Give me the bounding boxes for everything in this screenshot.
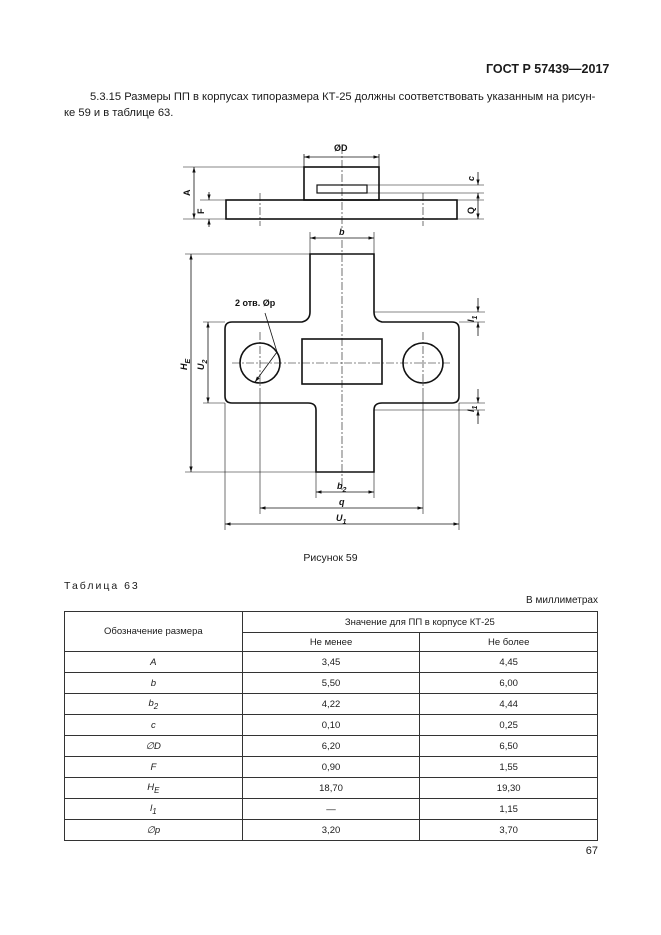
label-holes: 2 отв. Øp [235, 298, 276, 308]
header-designation: Обозначение размера [64, 611, 243, 652]
row-min-value: 0,10 [241, 714, 421, 736]
label-b: b [339, 227, 345, 237]
row-min-value: — [241, 798, 421, 820]
row-max-value: 6,50 [419, 735, 598, 757]
label-l1-bottom: l1 [466, 405, 479, 412]
header-max: Не более [419, 632, 598, 652]
row-min-value: 5,50 [241, 672, 421, 694]
label-b2: b2 [337, 481, 347, 494]
top-view [185, 232, 485, 530]
page-number: 67 [585, 845, 598, 857]
label-c: c [466, 176, 476, 181]
dimensions-table: Обозначение размера Значение для ПП в ко… [64, 611, 599, 841]
intro-line-2: ке 59 и в таблице 63. [64, 106, 174, 119]
row-symbol: b [64, 672, 243, 694]
technical-drawing: ØD A F c Q b 2 отв. Øp HE U2 l1 l1 b2 q … [179, 143, 485, 530]
row-max-value: 1,55 [419, 756, 598, 778]
header-min: Не менее [241, 632, 421, 652]
label-diameter-D: ØD [334, 143, 348, 153]
row-symbol: ∅D [64, 735, 243, 757]
row-max-value: 4,45 [419, 651, 598, 673]
row-symbol: HE [64, 777, 243, 799]
intro-line-1: 5.3.15 Размеры ПП в корпусах типоразмера… [90, 91, 596, 103]
row-symbol: l1 [64, 798, 243, 820]
row-max-value: 3,70 [419, 819, 598, 841]
units-note: В миллиметрах [526, 595, 598, 606]
row-min-value: 0,90 [241, 756, 421, 778]
label-HE: HE [179, 359, 192, 371]
label-Q: Q [466, 207, 476, 214]
row-max-value: 19,30 [419, 777, 598, 799]
row-symbol: F [64, 756, 243, 778]
label-q: q [339, 497, 345, 507]
figure-caption: Рисунок 59 [303, 552, 358, 564]
label-U2: U2 [196, 360, 209, 371]
header-value: Значение для ПП в корпусе КТ-25 [241, 611, 599, 633]
intro-paragraph: 5.3.15 Размеры ПП в корпусах типоразмера… [64, 90, 598, 121]
table-row: l1—1,15 [64, 798, 598, 820]
row-max-value: 6,00 [419, 672, 598, 694]
row-min-value: 4,22 [241, 693, 421, 715]
row-min-value: 18,70 [241, 777, 421, 799]
row-symbol: ∅p [64, 819, 243, 841]
row-symbol: A [64, 651, 243, 673]
row-min-value: 3,45 [241, 651, 421, 673]
row-max-value: 0,25 [419, 714, 598, 736]
row-min-value: 6,20 [241, 735, 421, 757]
label-U1: U1 [336, 513, 347, 526]
side-view [183, 146, 484, 230]
label-l1-top: l1 [466, 315, 479, 322]
row-max-value: 1,15 [419, 798, 598, 820]
label-A: A [182, 189, 192, 196]
table-caption: Таблица 63 [64, 580, 140, 592]
label-F: F [196, 208, 206, 214]
row-symbol: c [64, 714, 243, 736]
row-min-value: 3,20 [241, 819, 421, 841]
document-header: ГОСТ Р 57439—2017 [486, 62, 610, 76]
row-symbol: b2 [64, 693, 243, 715]
row-max-value: 4,44 [419, 693, 598, 715]
